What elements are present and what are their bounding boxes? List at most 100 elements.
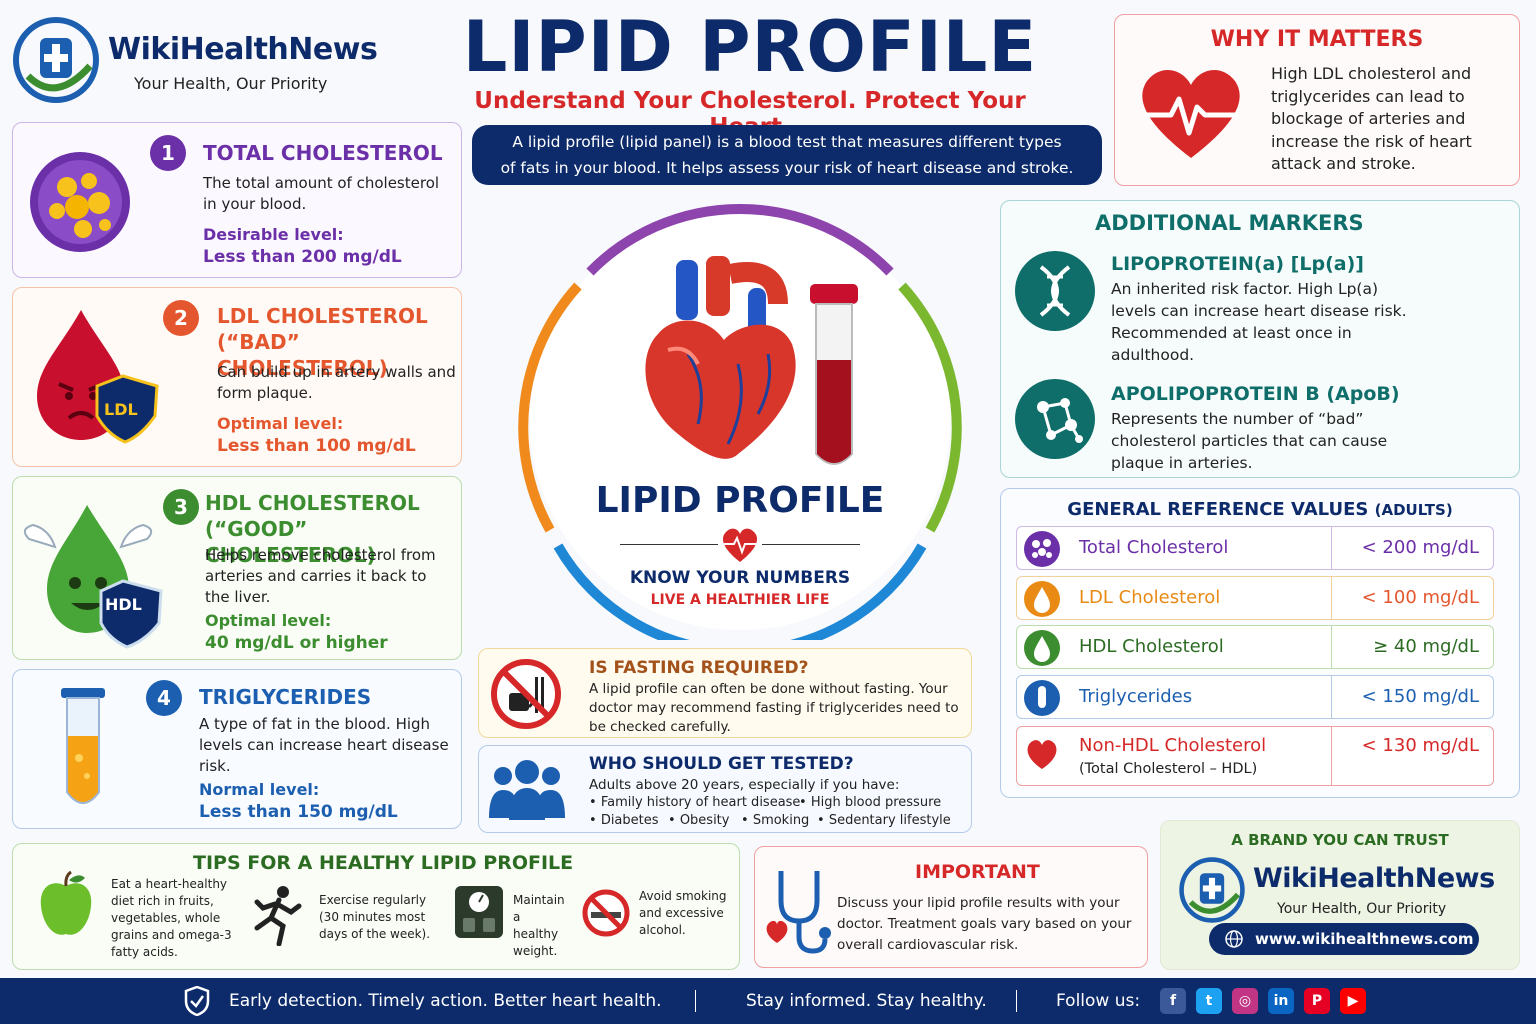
reference-heading-main: GENERAL REFERENCE VALUES bbox=[1067, 499, 1369, 520]
card-hdl: HDL 3 HDL CHOLESTEROL (“GOOD” CHOLESTERO… bbox=[12, 476, 462, 660]
cells-icon bbox=[1024, 531, 1060, 567]
molecule-icon bbox=[1015, 379, 1095, 459]
brand-trust-card: A BRAND YOU CAN TRUST WikiHealthNews You… bbox=[1160, 820, 1520, 970]
cholesterol-cell-icon bbox=[30, 152, 130, 252]
tips-heading: TIPS FOR A HEALTHY LIPID PROFILE bbox=[193, 852, 574, 874]
scale-icon bbox=[455, 886, 503, 938]
who-item: • Diabetes bbox=[589, 813, 659, 828]
card-level-label: Optimal level: bbox=[217, 414, 344, 433]
who-item-label: Obesity bbox=[679, 813, 730, 828]
hdl-drop-icon bbox=[23, 505, 163, 649]
reference-name: Total Cholesterol bbox=[1079, 537, 1229, 558]
heartbeat-heart-icon bbox=[1142, 69, 1240, 158]
who-item: • Sedentary lifestyle bbox=[817, 813, 951, 828]
reference-name: HDL Cholesterol bbox=[1079, 636, 1224, 657]
why-card: WHY IT MATTERS High LDL cholesterol and … bbox=[1114, 14, 1520, 186]
card-text: A type of fat in the blood. High levels … bbox=[199, 715, 449, 775]
important-text: Discuss your lipid profile results with … bbox=[837, 895, 1132, 953]
who-item-label: Smoking bbox=[752, 813, 810, 828]
intro-banner: A lipid profile (lipid panel) is a blood… bbox=[472, 125, 1102, 185]
facebook-icon[interactable]: f bbox=[1160, 988, 1186, 1014]
linkedin-icon[interactable]: in bbox=[1268, 988, 1294, 1014]
page-subtitle: Understand Your Cholesterol. Protect You… bbox=[474, 88, 1026, 140]
card-text: The total amount of cholesterol in your … bbox=[203, 174, 440, 213]
card-title-sub: (“GOOD” CHOLESTEROL) bbox=[205, 517, 376, 567]
who-item: • Family history of heart disease bbox=[589, 795, 801, 810]
important-heading: IMPORTANT bbox=[915, 861, 1040, 883]
hdl-badge-text: HDL bbox=[105, 595, 142, 614]
trust-heading: A BRAND YOU CAN TRUST bbox=[1231, 831, 1449, 849]
card-level-value: Less than 150 mg/dL bbox=[199, 802, 398, 822]
marker-text: An inherited risk factor. High Lp(a) lev… bbox=[1111, 280, 1407, 364]
footer-divider bbox=[695, 990, 696, 1012]
instagram-icon[interactable]: ◎ bbox=[1232, 988, 1258, 1014]
card-level-label: Desirable level: bbox=[203, 225, 344, 244]
heart-organ-icon bbox=[645, 256, 796, 459]
card-title: HDL CHOLESTEROL bbox=[205, 491, 420, 515]
apple-icon bbox=[40, 870, 92, 935]
card-title-sub: (“BAD” CHOLESTEROL) bbox=[217, 330, 388, 380]
markers-heading: ADDITIONAL MARKERS bbox=[1095, 211, 1364, 235]
card-title: LDL CHOLESTEROL bbox=[217, 304, 428, 328]
why-text: High LDL cholesterol and triglycerides c… bbox=[1271, 64, 1472, 173]
cross-shield-icon bbox=[1179, 857, 1245, 923]
card-level-value: Less than 200 mg/dL bbox=[203, 247, 402, 267]
people-group-icon bbox=[489, 760, 565, 820]
marker-title: APOLIPOPROTEIN B (ApoB) bbox=[1111, 383, 1400, 405]
reference-value: < 130 mg/dL bbox=[1361, 735, 1479, 756]
ldl-drop-icon bbox=[37, 310, 159, 444]
green-drop-icon bbox=[1024, 630, 1060, 666]
running-person-icon bbox=[254, 886, 302, 946]
dna-icon bbox=[1015, 251, 1095, 331]
card-triglycerides: 4 TRIGLYCERIDES A type of fat in the blo… bbox=[12, 669, 462, 829]
card-ldl: LDL 2 LDL CHOLESTEROL (“BAD” CHOLESTEROL… bbox=[12, 287, 462, 467]
divider-heart-icon bbox=[718, 526, 762, 564]
reference-row-non-hdl: Non-HDL Cholesterol (Total Cholesterol –… bbox=[1016, 726, 1494, 786]
who-item-label: Family history of heart disease bbox=[600, 795, 801, 810]
number-badge: 2 bbox=[163, 300, 199, 336]
card-total-cholesterol: 1 TOTAL CHOLESTEROL The total amount of … bbox=[12, 122, 462, 278]
reference-value: < 150 mg/dL bbox=[1361, 686, 1479, 707]
center-title: LIPID PROFILE bbox=[595, 480, 885, 521]
who-item: • Obesity bbox=[668, 813, 730, 828]
reference-value: < 200 mg/dL bbox=[1361, 537, 1479, 558]
tips-card: TIPS FOR A HEALTHY LIPID PROFILE Eat a h… bbox=[12, 843, 740, 970]
reference-row-ldl: LDL Cholesterol < 100 mg/dL bbox=[1016, 576, 1494, 620]
center-emblem: LIPID PROFILE KNOW YOUR NUMBERS LIVE A H… bbox=[510, 200, 970, 640]
card-level-value: 40 mg/dL or higher bbox=[205, 633, 388, 653]
red-heart-icon bbox=[1027, 740, 1057, 769]
number-badge: 4 bbox=[146, 680, 182, 716]
number-badge: 1 bbox=[150, 135, 186, 171]
pinterest-icon[interactable]: P bbox=[1304, 988, 1330, 1014]
reference-subname: (Total Cholesterol – HDL) bbox=[1079, 761, 1258, 777]
tip-text: Eat a heart-healthy diet rich in fruits,… bbox=[111, 877, 232, 959]
who-item-label: High blood pressure bbox=[810, 795, 942, 810]
card-level-label: Optimal level: bbox=[205, 611, 332, 630]
card-text: Can build up in artery walls and form pl… bbox=[217, 363, 456, 402]
twitter-icon[interactable]: t bbox=[1196, 988, 1222, 1014]
footer-text-1: Early detection. Timely action. Better h… bbox=[229, 991, 662, 1011]
brand-logo[interactable]: WikiHealthNews Your Health, Our Priority bbox=[10, 14, 378, 104]
cross-shield-icon bbox=[13, 17, 99, 103]
reference-name: Triglycerides bbox=[1079, 686, 1193, 707]
youtube-icon[interactable]: ▶ bbox=[1340, 988, 1366, 1014]
who-item: • Smoking bbox=[741, 813, 810, 828]
fasting-heading: IS FASTING REQUIRED? bbox=[589, 658, 809, 678]
test-tube-icon bbox=[61, 688, 105, 804]
marker-title: LIPOPROTEIN(a) [Lp(a)] bbox=[1111, 253, 1364, 275]
markers-card: ADDITIONAL MARKERS LIPOPROTEIN(a) [Lp(a)… bbox=[1000, 200, 1520, 478]
globe-icon bbox=[1225, 930, 1243, 948]
brand-name: WikiHealthNews bbox=[108, 32, 378, 67]
fasting-text: A lipid profile can often be done withou… bbox=[589, 681, 959, 735]
who-intro: Adults above 20 years, especially if you… bbox=[589, 777, 900, 793]
tube-icon bbox=[1024, 680, 1060, 716]
number-badge: 3 bbox=[163, 489, 199, 525]
fasting-card: IS FASTING REQUIRED? A lipid profile can… bbox=[478, 648, 972, 738]
blood-tube-icon bbox=[810, 284, 858, 465]
website-link[interactable]: www.wikihealthnews.com bbox=[1209, 923, 1479, 955]
shield-check-icon bbox=[184, 986, 210, 1016]
reference-name: Non-HDL Cholesterol bbox=[1079, 735, 1267, 756]
reference-row-triglycerides: Triglycerides < 150 mg/dL bbox=[1016, 675, 1494, 719]
no-food-icon bbox=[491, 659, 561, 729]
trust-brand-tagline: Your Health, Our Priority bbox=[1277, 901, 1447, 917]
